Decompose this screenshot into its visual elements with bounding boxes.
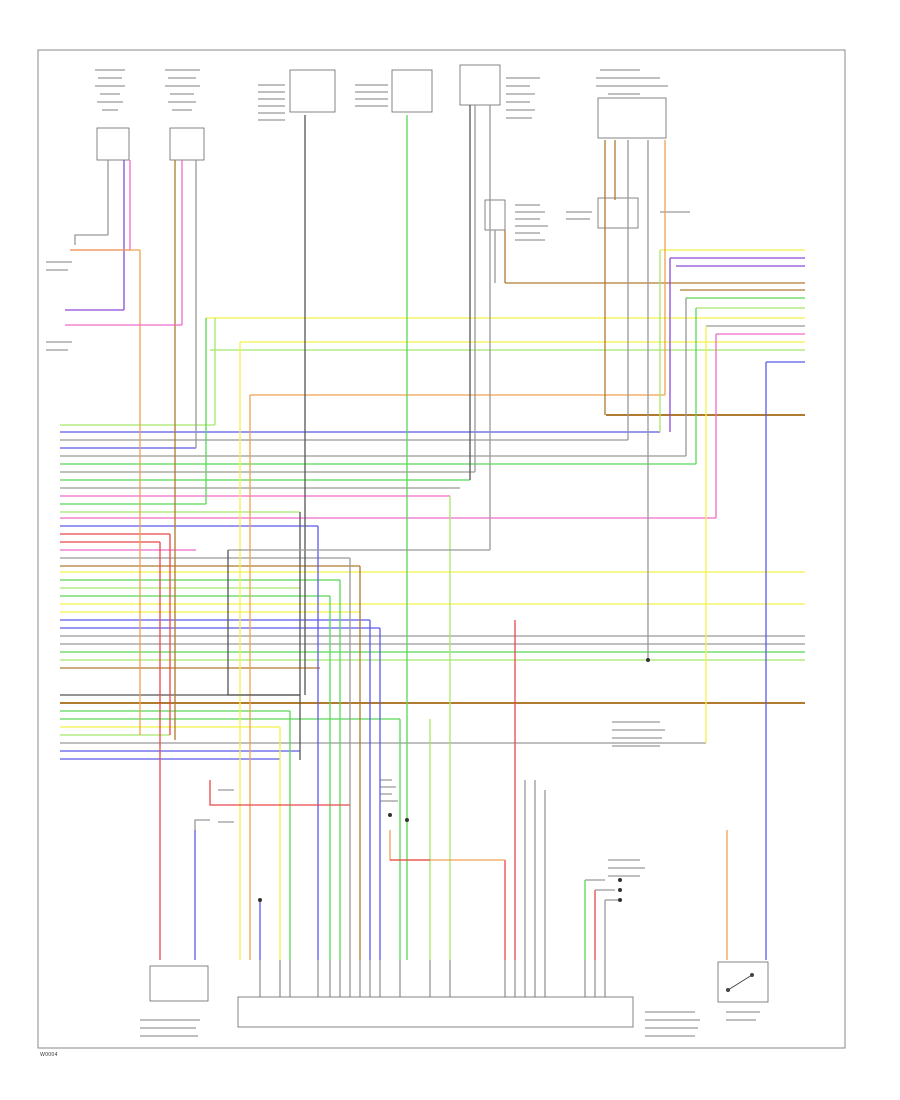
sensor-box-1 bbox=[96, 127, 130, 161]
switch-box-bottom-right bbox=[717, 961, 769, 1003]
bottom-components bbox=[149, 961, 769, 1028]
fuse-box-2 bbox=[391, 69, 433, 113]
footer-ref: W0004 bbox=[40, 1052, 58, 1058]
left-bundle-wires bbox=[60, 424, 805, 760]
pin-ticks bbox=[259, 960, 606, 997]
vertical-wires bbox=[107, 105, 767, 960]
fuse-box-3 bbox=[459, 64, 501, 106]
label-texture bbox=[46, 69, 760, 1037]
fuse-box-1 bbox=[289, 69, 336, 113]
ecm-connector-strip bbox=[237, 996, 634, 1028]
misc-wires bbox=[65, 234, 620, 901]
module-box-top-right bbox=[597, 97, 667, 139]
diagram-frame bbox=[37, 49, 846, 1049]
relay-box bbox=[484, 199, 506, 231]
connector-box-right bbox=[597, 197, 639, 229]
sensor-box-2 bbox=[169, 127, 205, 161]
sensor-box-bottom-left bbox=[149, 965, 209, 1002]
junction-dots bbox=[258, 658, 650, 902]
top-components bbox=[96, 64, 667, 231]
